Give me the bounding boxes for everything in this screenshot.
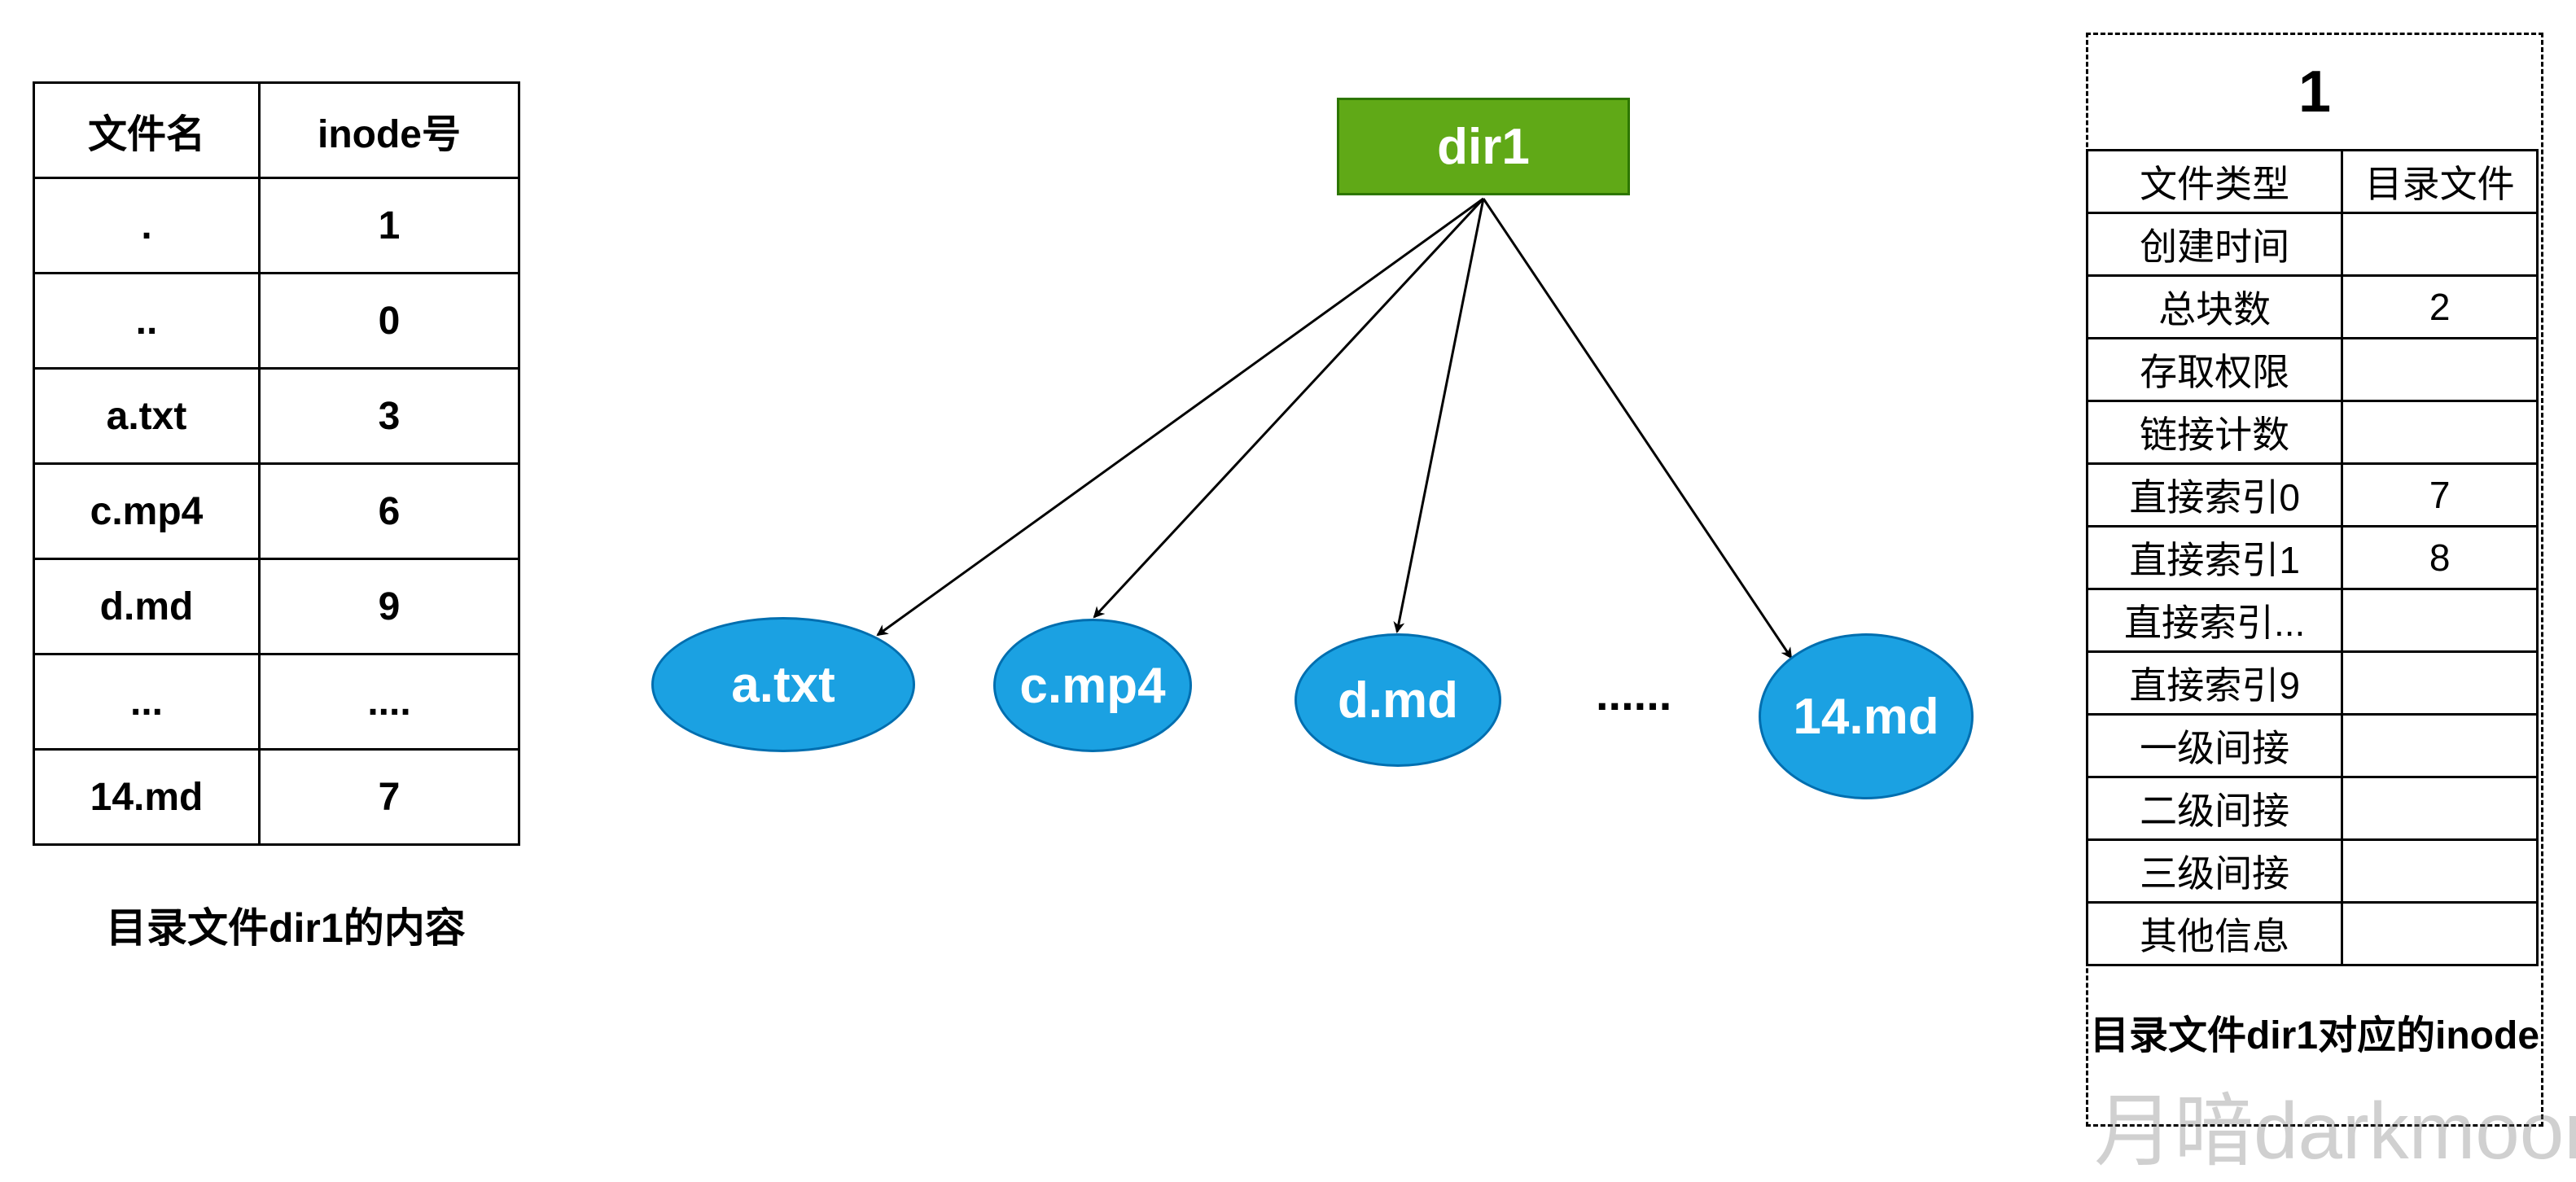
file-node-a-txt: a.txt (651, 617, 915, 752)
column-header-inode: inode号 (258, 81, 520, 179)
table-row: 其他信息 (2085, 901, 2539, 966)
inode-cell: 7 (258, 748, 520, 846)
inode-field: 直接索引1 (2085, 525, 2344, 590)
table-row: 直接索引... (2085, 588, 2539, 653)
inode-value: 7 (2341, 462, 2539, 528)
inode-field: 创建时间 (2085, 212, 2344, 277)
table-header-row: 文件名 inode号 (33, 81, 520, 179)
inode-cell: 9 (258, 558, 520, 655)
directory-table-caption: 目录文件dir1的内容 (106, 905, 466, 951)
file-node-c-mp4: c.mp4 (993, 619, 1192, 752)
inode-field: 直接索引0 (2085, 462, 2344, 528)
inode-value (2341, 713, 2539, 778)
inode-field: 三级间接 (2085, 838, 2344, 904)
inode-value (2341, 650, 2539, 716)
file-node-14-md: 14.md (1759, 633, 1974, 799)
inode-field: 文件类型 (2085, 149, 2344, 214)
inode-cell: 1 (258, 177, 520, 274)
inode-field: 链接计数 (2085, 400, 2344, 465)
table-row: 创建时间 (2085, 212, 2539, 277)
table-row: 一级间接 (2085, 713, 2539, 778)
filename-cell: ... (33, 653, 261, 751)
inode-value: 8 (2341, 525, 2539, 590)
inode-value (2341, 588, 2539, 653)
inode-value (2341, 400, 2539, 465)
root-directory-node: dir1 (1337, 98, 1630, 195)
filename-cell: a.txt (33, 367, 261, 465)
inode-value (2341, 212, 2539, 277)
column-header-filename: 文件名 (33, 81, 261, 179)
table-row: 二级间接 (2085, 776, 2539, 841)
edge-to-d-md (1393, 198, 1485, 633)
inode-value (2341, 337, 2539, 402)
inode-cell: 6 (258, 462, 520, 560)
table-row: .. 0 (33, 272, 520, 370)
inode-cell: 3 (258, 367, 520, 465)
filename-cell: c.mp4 (33, 462, 261, 560)
inode-caption: 目录文件dir1对应的inode (2089, 1014, 2540, 1057)
table-row: 三级间接 (2085, 838, 2539, 904)
edge-to-c-mp4 (1093, 197, 1485, 619)
edge-to-a-txt (876, 197, 1484, 637)
inode-field: 一级间接 (2085, 713, 2344, 778)
table-row: 链接计数 (2085, 400, 2539, 465)
inode-field: 二级间接 (2085, 776, 2344, 841)
inode-field: 其他信息 (2085, 901, 2344, 966)
inode-value: 目录文件 (2341, 149, 2539, 214)
inode-field: 总块数 (2085, 274, 2344, 339)
inode-number: 1 (2298, 59, 2332, 125)
filename-cell: 14.md (33, 748, 261, 846)
inode-cell: .... (258, 653, 520, 751)
inode-value (2341, 901, 2539, 966)
table-row: a.txt 3 (33, 367, 520, 465)
directory-content-table: 文件名 inode号 . 1 .. 0 a.txt 3 c.mp4 6 d.md… (33, 81, 520, 846)
filename-cell: . (33, 177, 261, 274)
filename-cell: .. (33, 272, 261, 370)
table-row: 直接索引9 (2085, 650, 2539, 716)
inode-cell: 0 (258, 272, 520, 370)
inode-value (2341, 776, 2539, 841)
table-row: 14.md 7 (33, 748, 520, 846)
table-row: d.md 9 (33, 558, 520, 655)
inode-field: 直接索引9 (2085, 650, 2344, 716)
edge-to-14-md (1482, 198, 1793, 659)
inode-value (2341, 838, 2539, 904)
table-row: c.mp4 6 (33, 462, 520, 560)
inode-field: 直接索引... (2085, 588, 2344, 653)
table-row: 存取权限 (2085, 337, 2539, 402)
table-row: . 1 (33, 177, 520, 274)
inode-value: 2 (2341, 274, 2539, 339)
inode-field: 存取权限 (2085, 337, 2344, 402)
watermark-text: 月暗darkmoon (2094, 1086, 2576, 1175)
file-node-d-md: d.md (1295, 633, 1501, 767)
table-row: 文件类型目录文件 (2085, 149, 2539, 214)
table-row: ... .... (33, 653, 520, 751)
ellipsis-label: ...... (1596, 668, 1672, 720)
filename-cell: d.md (33, 558, 261, 655)
